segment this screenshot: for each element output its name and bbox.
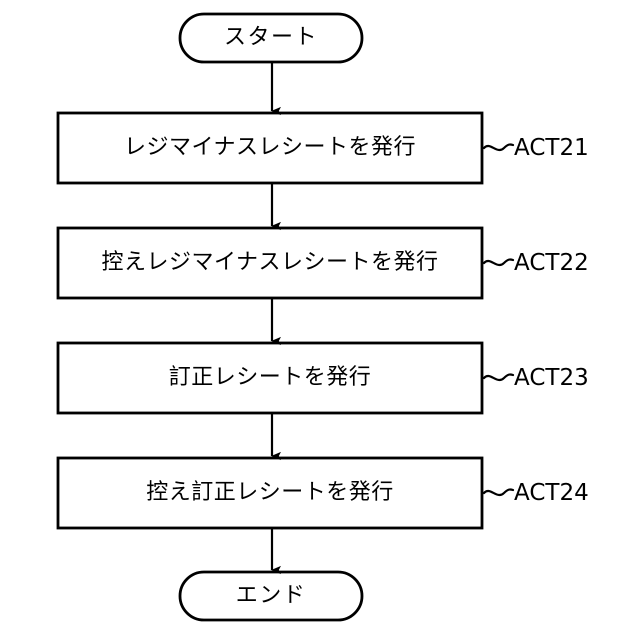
node-act24-shape[interactable]	[56, 456, 484, 530]
node-act22-shape[interactable]	[56, 226, 484, 300]
step-label-act23: ACT23	[514, 365, 589, 391]
step-label-act22: ACT22	[514, 250, 589, 276]
node-act21-shape[interactable]	[56, 111, 484, 185]
leader-line-act23	[482, 373, 515, 382]
node-act23-label: 訂正レシートを発行	[168, 365, 372, 390]
step-label-act21: ACT21	[514, 135, 589, 161]
node-act22-label: 控えレジマイナスレシートを発行	[101, 250, 439, 275]
node-act24-label: 控え訂正レシートを発行	[146, 480, 394, 505]
step-label-act24: ACT24	[514, 480, 589, 506]
leader-line-act22	[482, 258, 515, 267]
leader-line-act24	[482, 488, 515, 497]
leader-line-act21	[482, 143, 515, 152]
node-end-shape[interactable]	[178, 570, 364, 622]
node-end-label: エンド	[235, 583, 307, 608]
node-act23-shape[interactable]	[56, 341, 484, 415]
node-start-label: スタート	[223, 25, 318, 50]
node-act21-label: レジマイナスレシートを発行	[123, 135, 417, 160]
